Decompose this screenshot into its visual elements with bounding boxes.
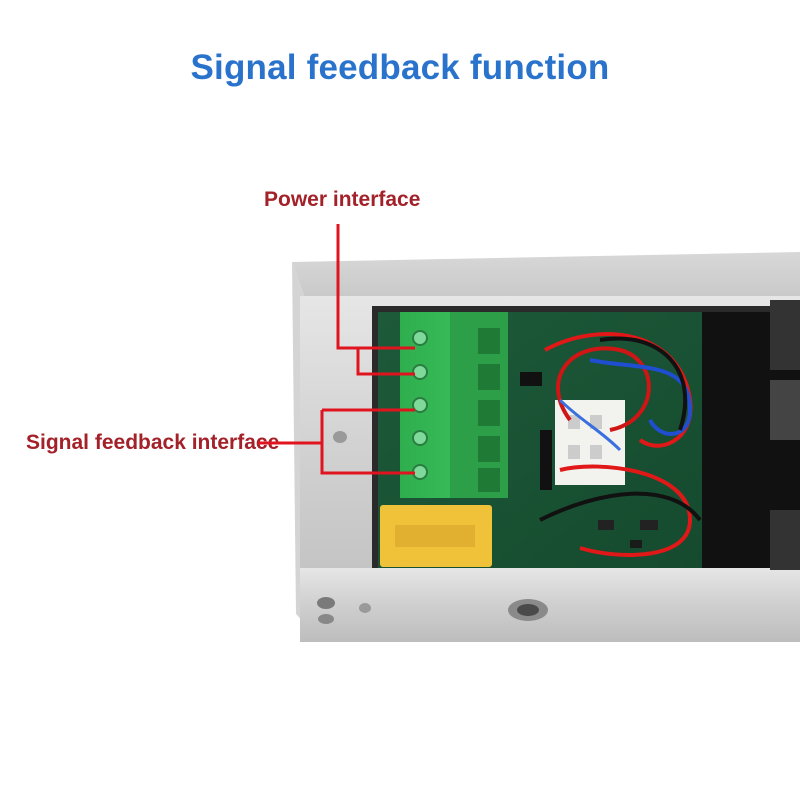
- page-title: Signal feedback function: [190, 48, 610, 87]
- leader-lines: [258, 224, 415, 475]
- signal-feedback-interface-label: Signal feedback interface: [26, 431, 280, 454]
- power-interface-label: Power interface: [264, 188, 421, 211]
- green-terminal-block: [400, 312, 508, 498]
